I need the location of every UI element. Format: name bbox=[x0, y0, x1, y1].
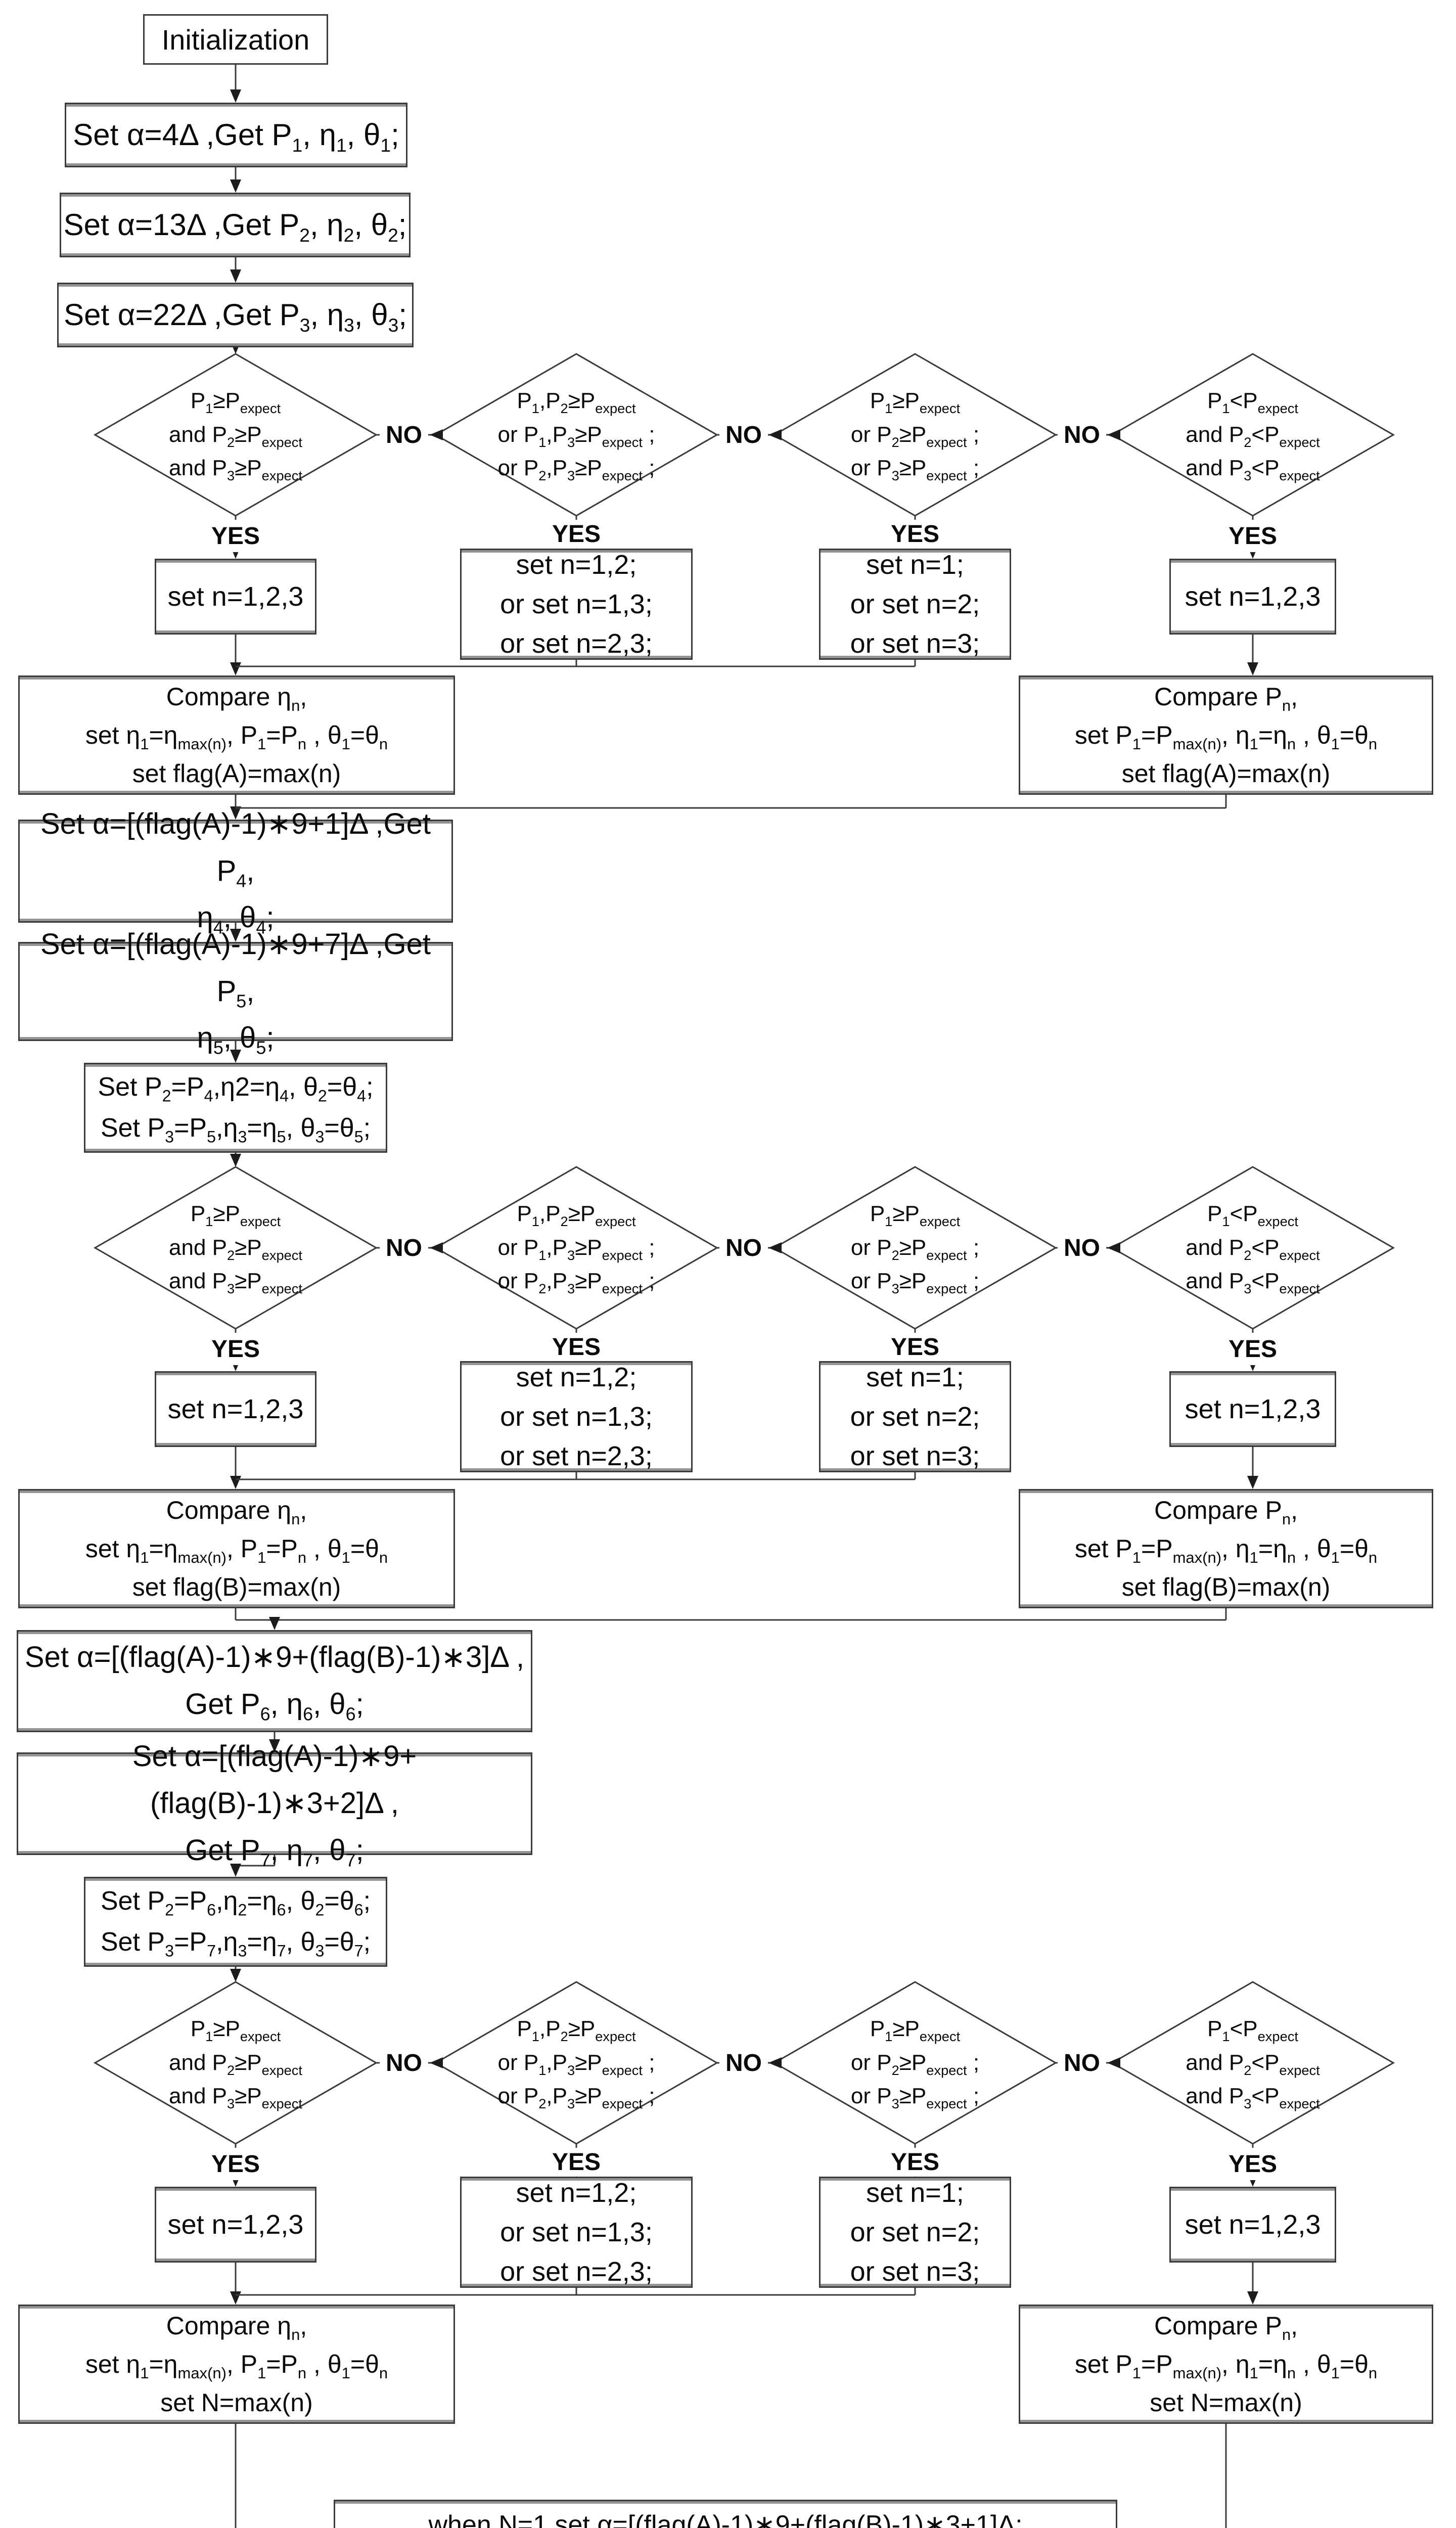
row2-set-n123-box: set n=1,2,3 bbox=[155, 1371, 316, 1447]
row2-yes-2: YES bbox=[536, 1333, 617, 1361]
row2-no-1: NO bbox=[380, 1234, 428, 1262]
row1-compare-p-box: Compare Pn, set P1=Pmax(n), η1=ηn , θ1=θ… bbox=[1019, 675, 1433, 795]
row2-decision-all-ge: P1≥Pexpect and P2≥Pexpect and P3≥Pexpect bbox=[169, 1201, 302, 1297]
stage-a-assign-box: Set P2=P4,η2=η4, θ2=θ4; Set P3=P5,η3=η5,… bbox=[84, 1063, 387, 1153]
row2-no-3: NO bbox=[1058, 1234, 1106, 1262]
row3-decision-all-ge: P1≥Pexpect and P2≥Pexpect and P3≥Pexpect bbox=[169, 2016, 302, 2112]
set-alpha-4-box: Set α=4Δ ,Get P1, η1, θ1; bbox=[65, 103, 407, 167]
row3-decision-two-ge: P1,P2≥Pexpect or P1,P3≥Pexpect ; or P2,P… bbox=[497, 2016, 655, 2112]
row3-set-n123-box: set n=1,2,3 bbox=[155, 2187, 316, 2263]
row2-yes-4: YES bbox=[1212, 1333, 1293, 1365]
row3-no-3: NO bbox=[1058, 2049, 1106, 2077]
row3-yes-1: YES bbox=[195, 2148, 276, 2180]
row1-set-one-box: set n=1; or set n=2; or set n=3; bbox=[819, 549, 1011, 660]
row3-yes-3: YES bbox=[875, 2148, 956, 2176]
row1-decision-all-lt: P1<Pexpect and P2<Pexpect and P3<Pexpect bbox=[1186, 388, 1320, 484]
init-box: Initialization bbox=[143, 14, 328, 65]
row2-compare-p-box: Compare Pn, set P1=Pmax(n), η1=ηn , θ1=θ… bbox=[1019, 1489, 1433, 1608]
row1-set-two-box: set n=1,2; or set n=1,3; or set n=2,3; bbox=[460, 549, 693, 660]
stage-b-box1: Set α=[(flag(A)-1)∗9+(flag(B)-1)∗3]Δ , G… bbox=[17, 1630, 532, 1732]
row1-set-n123-box-right: set n=1,2,3 bbox=[1169, 559, 1336, 635]
set-alpha-22-label: Set α=22Δ ,Get P3, η3, θ3; bbox=[64, 298, 407, 336]
row3-set-two-box: set n=1,2; or set n=1,3; or set n=2,3; bbox=[460, 2177, 693, 2288]
row3-compare-p-box: Compare Pn, set P1=Pmax(n), η1=ηn , θ1=θ… bbox=[1019, 2305, 1433, 2424]
row1-decision-one-ge: P1≥Pexpect or P2≥Pexpect ; or P3≥Pexpect… bbox=[850, 388, 980, 484]
row1-yes-3: YES bbox=[875, 520, 956, 548]
row2-decision-all-lt: P1<Pexpect and P2<Pexpect and P3<Pexpect bbox=[1186, 1201, 1320, 1297]
row2-decision-two-ge: P1,P2≥Pexpect or P1,P3≥Pexpect ; or P2,P… bbox=[497, 1201, 655, 1297]
row1-yes-1: YES bbox=[195, 520, 276, 552]
row2-set-two-box: set n=1,2; or set n=1,3; or set n=2,3; bbox=[460, 1361, 693, 1472]
row2-decision-one-ge: P1≥Pexpect or P2≥Pexpect ; or P3≥Pexpect… bbox=[850, 1201, 980, 1297]
row1-yes-4: YES bbox=[1212, 520, 1293, 552]
final-when-box: when N=1,set α=[(flag(A)-1)∗9+(flag(B)-1… bbox=[334, 2500, 1117, 2528]
row3-set-n123-box-right: set n=1,2,3 bbox=[1169, 2187, 1336, 2263]
row2-yes-3: YES bbox=[875, 1333, 956, 1361]
row3-decision-one-ge: P1≥Pexpect or P2≥Pexpect ; or P3≥Pexpect… bbox=[850, 2016, 980, 2112]
set-alpha-13-box: Set α=13Δ ,Get P2, η2, θ2; bbox=[60, 193, 411, 257]
set-alpha-13-label: Set α=13Δ ,Get P2, η2, θ2; bbox=[63, 208, 407, 246]
row1-no-2: NO bbox=[719, 421, 768, 449]
row1-compare-eta-box: Compare ηn, set η1=ηmax(n), P1=Pn , θ1=θ… bbox=[18, 675, 455, 795]
row3-yes-2: YES bbox=[536, 2148, 617, 2176]
row1-yes-2: YES bbox=[536, 520, 617, 548]
init-label: Initialization bbox=[161, 23, 310, 56]
row2-yes-1: YES bbox=[195, 1333, 276, 1365]
row3-yes-4: YES bbox=[1212, 2148, 1293, 2180]
row2-no-2: NO bbox=[719, 1234, 768, 1262]
row3-no-2: NO bbox=[719, 2049, 768, 2077]
set-alpha-4-label: Set α=4Δ ,Get P1, η1, θ1; bbox=[73, 118, 399, 156]
row2-set-n123-box-right: set n=1,2,3 bbox=[1169, 1371, 1336, 1447]
row1-decision-two-ge: P1,P2≥Pexpect or P1,P3≥Pexpect ; or P2,P… bbox=[497, 388, 655, 484]
row2-compare-eta-box: Compare ηn, set η1=ηmax(n), P1=Pn , θ1=θ… bbox=[18, 1489, 455, 1608]
stage-b-box2: Set α=[(flag(A)-1)∗9+(flag(B)-1)∗3+2]Δ ,… bbox=[17, 1740, 532, 1869]
row3-decision-all-lt: P1<Pexpect and P2<Pexpect and P3<Pexpect bbox=[1186, 2016, 1320, 2112]
row3-no-1: NO bbox=[380, 2049, 428, 2077]
row1-set-n123-box: set n=1,2,3 bbox=[155, 559, 316, 635]
row1-no-3: NO bbox=[1058, 421, 1106, 449]
row3-compare-eta-box: Compare ηn, set η1=ηmax(n), P1=Pn , θ1=θ… bbox=[18, 2305, 455, 2424]
row1-decision-all-ge: P1≥Pexpect and P2≥Pexpect and P3≥Pexpect bbox=[169, 388, 302, 484]
stage-b-assign-box: Set P2=P6,η2=η6, θ2=θ6; Set P3=P7,η3=η7,… bbox=[84, 1877, 387, 1967]
stage-a-box1: Set α=[(flag(A)-1)∗9+1]Δ ,Get P4, η4, θ4… bbox=[18, 807, 453, 936]
row2-set-one-box: set n=1; or set n=2; or set n=3; bbox=[819, 1361, 1011, 1472]
stage-a-box2: Set α=[(flag(A)-1)∗9+7]Δ ,Get P5, η5, θ5… bbox=[18, 928, 453, 1057]
row3-set-one-box: set n=1; or set n=2; or set n=3; bbox=[819, 2177, 1011, 2288]
row1-no-1: NO bbox=[380, 421, 428, 449]
set-alpha-22-box: Set α=22Δ ,Get P3, η3, θ3; bbox=[57, 283, 414, 347]
